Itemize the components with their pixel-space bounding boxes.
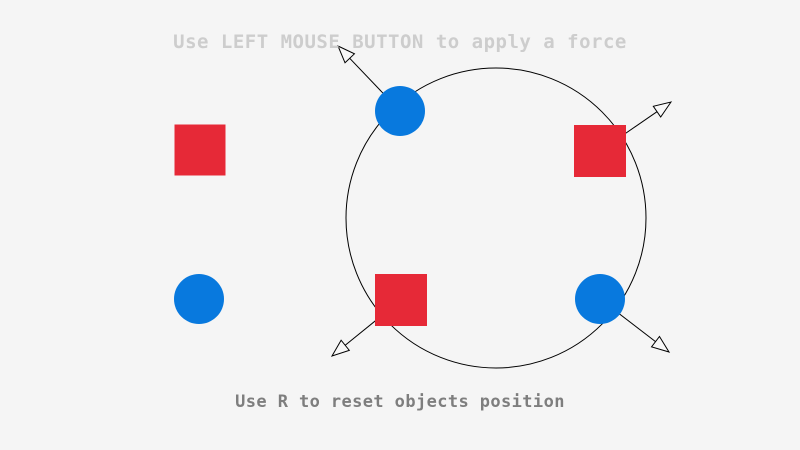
physics-object-layer[interactable] xyxy=(174,86,626,326)
physics-object-square-top-left[interactable] xyxy=(174,124,226,176)
force-arrowhead-icon xyxy=(337,44,356,64)
physics-object-square-bottom-middle[interactable] xyxy=(375,274,427,326)
physics-object-circle-bottom-right[interactable] xyxy=(575,274,625,324)
physics-object-circle-bottom-left[interactable] xyxy=(174,274,224,324)
instruction-reset-objects: Use R to reset objects position xyxy=(235,392,565,412)
instruction-apply-force: Use LEFT MOUSE BUTTON to apply a force xyxy=(173,31,627,53)
physics-object-square-top-right[interactable] xyxy=(574,125,626,177)
force-arrowhead-icon xyxy=(330,339,351,357)
physics-object-circle-top-middle[interactable] xyxy=(375,86,425,136)
force-arrowhead-icon xyxy=(652,101,673,118)
boundary-circle xyxy=(345,67,647,369)
force-arrowhead-icon xyxy=(650,335,671,353)
boundary-layer xyxy=(345,67,647,369)
